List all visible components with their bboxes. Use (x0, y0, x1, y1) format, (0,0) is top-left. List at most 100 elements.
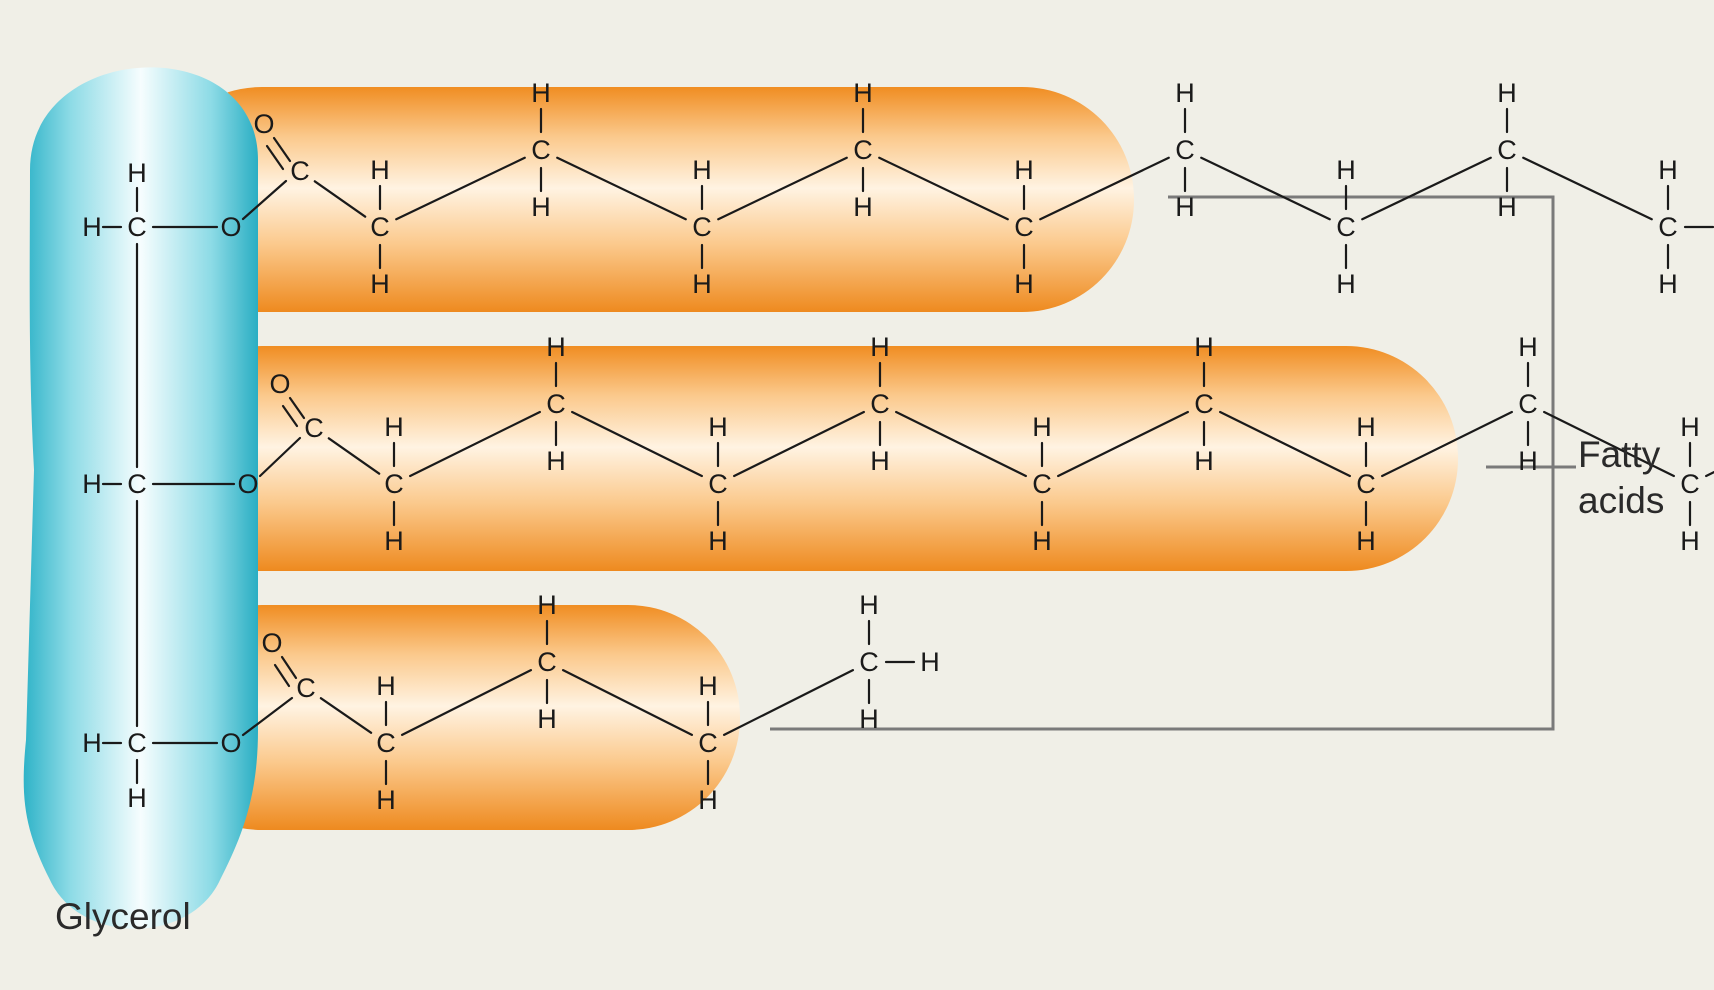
chain-3-chain-bond (319, 697, 373, 734)
glycerol-top-hydrogen: H (127, 158, 147, 188)
chain-1-chain-bond (395, 156, 526, 221)
chain-1-chain-bond (556, 156, 687, 221)
chain-3-terminal-hydrogen: H (920, 647, 940, 677)
chain-1-hydrogen: H (1497, 78, 1517, 108)
chain-1-carbon-3: C (531, 135, 551, 165)
chain-1-carbon-8: C (1336, 212, 1356, 242)
chain-1-chain-bond (878, 156, 1009, 221)
chain-3-hydrogen: H (537, 590, 557, 620)
chain-3-carbon-2: C (376, 728, 396, 758)
chemical-atoms: CHCHCHHHOCOCHHCHHCHHCHHCHHCHHCHHCHHCHHHO… (82, 78, 1700, 815)
chain-2-hydrogen: H (708, 526, 728, 556)
chain-1-hydrogen: H (1014, 269, 1034, 299)
chain-3-carbonyl-double-bond (280, 655, 298, 680)
chain-2-hydrogen: H (1194, 332, 1214, 362)
chain-1-carbon-5: C (853, 135, 873, 165)
chain-2-hydrogen: H (708, 412, 728, 442)
chain-1-hydrogen: H (692, 269, 712, 299)
glycerol-carbon-3: C (127, 728, 147, 758)
chain-1-carbon-6: C (1014, 212, 1034, 242)
chain-2-chain-bond (733, 410, 865, 478)
chain-2-hydrogen: H (870, 446, 890, 476)
chain-2-hydrogen: H (870, 332, 890, 362)
chain-1-hydrogen: H (853, 192, 873, 222)
chain-1-carbonyl-carbon: C (290, 156, 310, 186)
chain-2-chain-bond (1381, 410, 1513, 478)
chain-3-carbonyl-double-bond (273, 663, 291, 688)
chain-2-hydrogen: H (546, 446, 566, 476)
chain-1-chain-bond (1361, 156, 1492, 221)
chain-2-hydrogen: H (384, 526, 404, 556)
chain-3-hydrogen: H (698, 785, 718, 815)
chain-2-carbonyl-double-bond (281, 404, 299, 428)
chain-1-hydrogen: H (1658, 269, 1678, 299)
chain-1-chain-bond (313, 180, 367, 218)
chain-3-hydrogen: H (376, 671, 396, 701)
chain-1-hydrogen: H (1658, 155, 1678, 185)
chain-1-carbon-10: C (1658, 212, 1678, 242)
chain-1-hydrogen: H (1175, 78, 1195, 108)
chain-2-chain-bond (1057, 410, 1189, 478)
chain-2-hydrogen: H (384, 412, 404, 442)
chain-1-carbonyl-double-bond (265, 144, 285, 171)
fatty-acid-capsules (150, 87, 1458, 830)
chain-1-chain-bond (1522, 156, 1653, 221)
chain-1-hydrogen: H (1336, 155, 1356, 185)
chain-2-hydrogen: H (1356, 526, 1376, 556)
chain-2-chain-bond (409, 410, 541, 478)
chain-2-chain-bond (1705, 470, 1714, 478)
chain-2-ester-bond (258, 436, 302, 478)
chain-1-hydrogen: H (1175, 192, 1195, 222)
chain-1-ester-oxygen: O (220, 212, 241, 242)
chain-3-carbon-4: C (698, 728, 718, 758)
chain-2-carbon-10: C (1680, 469, 1700, 499)
chain-2-hydrogen: H (1518, 332, 1538, 362)
chain-3-ester-bond (241, 696, 294, 737)
chain-2-carbon-6: C (1032, 469, 1052, 499)
chain-3-hydrogen: H (537, 704, 557, 734)
fatty-acids-bracket (770, 195, 1576, 731)
fatty-acid-capsule-2 (150, 346, 1458, 571)
chain-2-carbonyl-oxygen: O (269, 369, 290, 399)
glycerol-carbon-1: C (127, 212, 147, 242)
chemical-bonds (101, 107, 1714, 786)
chain-3-hydrogen: H (859, 590, 879, 620)
glycerol-bottom-hydrogen: H (127, 783, 147, 813)
glycerol-hydrogen-2: H (82, 469, 102, 499)
chain-2-hydrogen: H (546, 332, 566, 362)
chain-1-carbonyl-oxygen: O (253, 109, 274, 139)
chain-2-carbon-7: C (1194, 389, 1214, 419)
chain-3-carbon-5: C (859, 647, 879, 677)
chain-2-chain-bond (895, 410, 1027, 478)
chain-1-hydrogen: H (1014, 155, 1034, 185)
chain-2-carbon-2: C (384, 469, 404, 499)
chain-1-hydrogen: H (531, 192, 551, 222)
chain-2-hydrogen: H (1032, 526, 1052, 556)
chain-2-hydrogen: H (1680, 412, 1700, 442)
chain-2-carbon-3: C (546, 389, 566, 419)
chain-3-hydrogen: H (859, 704, 879, 734)
chain-3-chain-bond (561, 668, 694, 737)
chain-2-hydrogen: H (1518, 446, 1538, 476)
chain-3-carbonyl-carbon: C (296, 673, 316, 703)
fatty-acids-label-line-1: Fatty (1578, 434, 1661, 475)
chain-2-hydrogen: H (1194, 446, 1214, 476)
chain-3-hydrogen: H (698, 671, 718, 701)
chain-1-hydrogen: H (1336, 269, 1356, 299)
glycerol-hydrogen-1: H (82, 212, 102, 242)
chain-2-chain-bond (571, 410, 703, 478)
glycerol-hydrogen-3: H (82, 728, 102, 758)
chain-2-ester-oxygen: O (237, 469, 258, 499)
chain-1-chain-bond (1200, 156, 1331, 221)
fatty-acids-label-line-2: acids (1578, 480, 1664, 521)
chain-2-hydrogen: H (1356, 412, 1376, 442)
glycerol-capsule (23, 67, 259, 929)
chain-2-chain-bond (327, 437, 381, 475)
chain-2-hydrogen: H (1680, 526, 1700, 556)
chain-3-chain-bond (722, 668, 855, 737)
chain-1-carbon-9: C (1497, 135, 1517, 165)
chain-2-carbonyl-double-bond (288, 396, 306, 420)
chain-1-hydrogen: H (853, 78, 873, 108)
chain-1-hydrogen: H (370, 269, 390, 299)
